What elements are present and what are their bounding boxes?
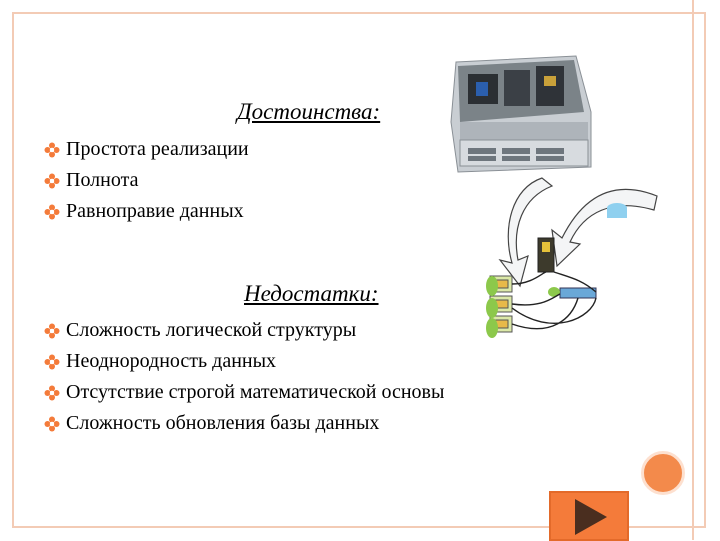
advantage-item-text: Простота реализации (66, 138, 249, 160)
disadvantages-title: Недостатки: (244, 281, 379, 306)
advantages-title: Достоинства: (237, 99, 381, 124)
next-arrow-icon (575, 499, 607, 535)
flower-bullet-icon (44, 354, 60, 370)
flower-bullet-icon (44, 385, 60, 401)
disadvantage-item-text: Неоднородность данных (66, 350, 277, 372)
list-item: Неоднородность данных (44, 346, 444, 377)
advantage-item-text: Равноправие данных (66, 200, 244, 222)
advantages-list: Простота реализации Полнота Равноправие … (44, 134, 249, 227)
server-illustration (450, 55, 592, 173)
list-item: Сложность обновления базы данных (44, 408, 444, 439)
decorative-circle (641, 451, 685, 495)
frame-right-line (692, 0, 694, 540)
flower-bullet-icon (44, 416, 60, 432)
list-item: Полнота (44, 165, 249, 196)
disadvantage-item-text: Сложность логической структуры (66, 319, 357, 341)
list-item: Отсутствие строгой математической основы (44, 377, 444, 408)
slide-frame (12, 12, 706, 528)
flower-bullet-icon (44, 173, 60, 189)
flower-bullet-icon (44, 204, 60, 220)
disadvantage-item-text: Сложность обновления базы данных (66, 412, 380, 434)
list-item: Сложность логической структуры (44, 315, 444, 346)
next-slide-button[interactable] (549, 491, 629, 541)
advantage-item-text: Полнота (66, 169, 139, 191)
network-illustration (486, 177, 658, 338)
flower-bullet-icon (44, 323, 60, 339)
disadvantages-list: Сложность логической структуры Неоднород… (44, 315, 444, 439)
disadvantage-item-text: Отсутствие строгой математической основы (66, 381, 445, 403)
flower-bullet-icon (44, 142, 60, 158)
list-item: Равноправие данных (44, 196, 249, 227)
list-item: Простота реализации (44, 134, 249, 165)
